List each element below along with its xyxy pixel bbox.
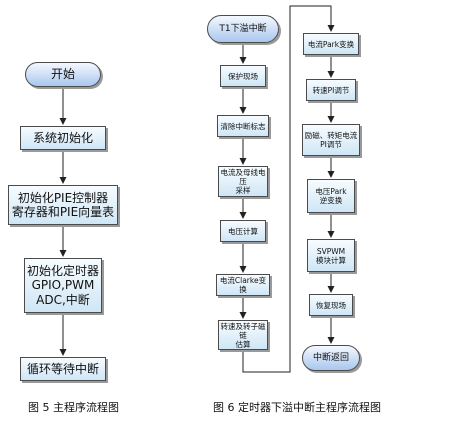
flow2-clarke-step: 电流Clarke变换 <box>216 274 270 296</box>
flow2-save-context-step: 保护现场 <box>220 65 266 87</box>
flow2-current-pi-step: 励磁、转矩电流 PI调节 <box>302 124 360 156</box>
flow1-wait-loop-step: 循环等待中断 <box>20 357 106 381</box>
flow2-svpwm-step: SVPWM 模块计算 <box>307 239 355 272</box>
arrow-estimate-to-park <box>242 5 335 373</box>
flow2-inv-park-step: 电压Park 逆变换 <box>307 179 355 213</box>
flow1-init-timer-step: 初始化定时器 GPIO,PWM ADC,中断 <box>24 258 102 313</box>
flow2-park-step: 电流Park变换 <box>303 33 359 55</box>
figure-6-caption: 图 6 定时器下溢中断主程序流程图 <box>213 401 381 414</box>
flow2-clear-flag-step: 清除中断标志 <box>217 115 269 137</box>
flow2-end-terminal: 中断返回 <box>302 345 360 371</box>
figure-5-caption: 图 5 主程序流程图 <box>28 401 119 414</box>
flow2-speed-pi-step: 转速PI调节 <box>306 79 356 101</box>
flow2-start-terminal: T1下溢中断 <box>207 15 279 43</box>
flow1-init-pie-step: 初始化PIE控制器 寄存器和PIE向量表 <box>8 185 118 225</box>
flow1-init-system-step: 系统初始化 <box>20 126 106 150</box>
flow2-voltage-calc-step: 电压计算 <box>220 220 266 242</box>
flow2-estimate-step: 转速及转子磁链 估算 <box>218 320 268 350</box>
flow2-restore-step: 恢复现场 <box>309 294 353 316</box>
flow2-sample-step: 电流及母线电压 采样 <box>218 166 268 197</box>
flow1-start-terminal: 开始 <box>25 62 101 87</box>
